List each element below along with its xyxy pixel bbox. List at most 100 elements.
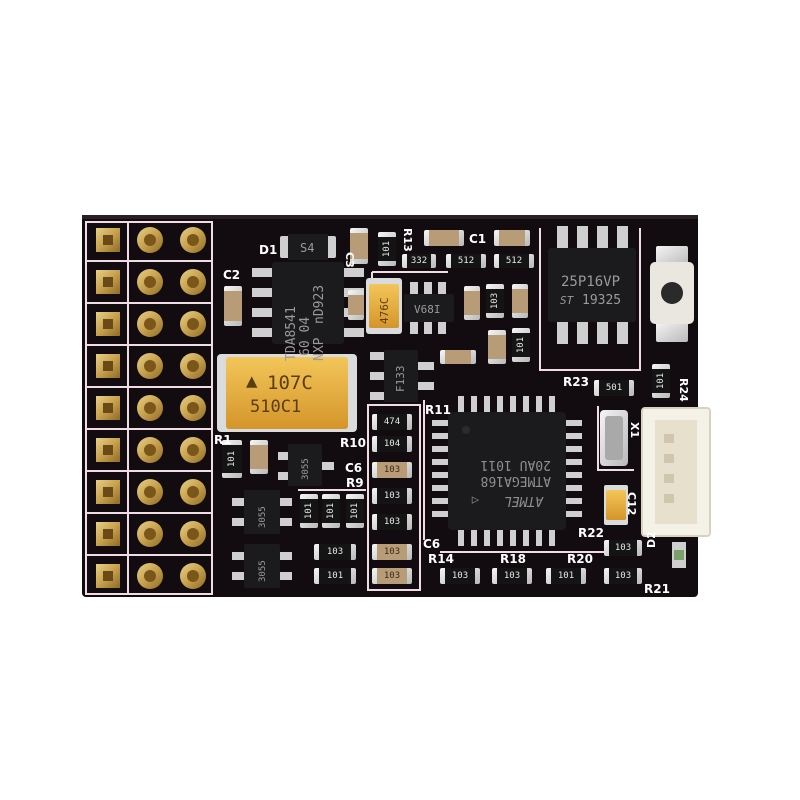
cap-polarity-mark: ▲ — [246, 370, 258, 392]
label-r14: R14 — [428, 552, 454, 566]
mcu-pin — [432, 498, 448, 504]
header-pad-hole — [103, 529, 113, 539]
smd-part-body — [377, 436, 407, 452]
amp-ic-marking-4: nD923 — [312, 285, 327, 324]
code-r-b3: 103 — [384, 547, 400, 557]
cap-marking-1: 107C — [267, 372, 313, 394]
label-r13: R13 — [401, 228, 414, 252]
mcu-pin — [536, 396, 542, 412]
label-d2: D2 — [645, 531, 658, 548]
header-pad-hole — [103, 235, 113, 245]
header-pad-hole — [187, 318, 199, 330]
smd-capacitor — [372, 462, 412, 478]
smd-part-body — [222, 445, 242, 473]
header-pad-hole — [103, 319, 113, 329]
header-pad-hole — [103, 277, 113, 287]
smd-part-body — [377, 414, 407, 430]
mcu-pin — [510, 530, 516, 546]
header-pad-hole — [187, 444, 199, 456]
push-button — [650, 246, 694, 342]
code-r-b2: 101 — [327, 571, 343, 581]
refdes-labels: D1 C2 C1 C3 R13 R11 R10 C6 R9 C6 R23 R24… — [214, 228, 690, 596]
header-pad-hole — [187, 486, 199, 498]
smd-part-body — [445, 568, 475, 584]
header-pad-hole — [187, 276, 199, 288]
header-pad-hole — [103, 571, 113, 581]
smd-part-body — [464, 291, 480, 315]
flash-ic: 25P16VP ST 19325 — [548, 226, 636, 344]
label-r22: R22 — [578, 526, 604, 540]
smd-resistor — [594, 380, 634, 396]
smd-capacitor — [494, 230, 530, 246]
diode-marking: S4 — [300, 241, 314, 255]
diode-d1: S4 — [280, 234, 336, 260]
smd-part-body — [652, 369, 670, 393]
smd-resistor — [494, 254, 534, 268]
label-r23: R23 — [563, 375, 589, 389]
sot-transistor-2: 3055 — [232, 490, 292, 534]
resistor-code-labels: 101 332 512 512 103 101 501 101 474 104 … — [227, 241, 666, 581]
mcu-pin — [471, 396, 477, 412]
smd-resistor — [372, 488, 412, 504]
mcu-pin — [536, 530, 542, 546]
board-edge-highlight — [82, 215, 698, 219]
smd-part-body — [512, 333, 530, 357]
code-r-b1: 103 — [327, 547, 343, 557]
smd-resistor — [446, 254, 486, 268]
mcu-pin — [471, 530, 477, 546]
label-r11: R11 — [425, 403, 451, 417]
mcu-pin — [566, 498, 582, 504]
mcu-pin — [549, 396, 555, 412]
mcu-pin — [458, 530, 464, 546]
smd-capacitor — [488, 330, 506, 364]
code-r-c1: 103 — [384, 465, 400, 475]
mcu-pin — [497, 530, 503, 546]
header-pad-hole — [144, 318, 156, 330]
code-r-24: 101 — [656, 373, 666, 389]
flash-ic-marking-1: 25P16VP — [561, 274, 620, 290]
smd-part-body — [378, 237, 396, 261]
smd-resistor — [372, 436, 412, 452]
header-pad-hole — [144, 528, 156, 540]
mcu-pin — [432, 446, 448, 452]
sot3-marking: 3055 — [258, 560, 268, 582]
header-pad-hole — [144, 444, 156, 456]
mcu-pin — [549, 530, 555, 546]
label-c3: C3 — [343, 252, 356, 268]
label-c1: C1 — [469, 232, 486, 246]
label-r24: R24 — [677, 378, 690, 402]
sot-transistor-3: 3055 — [232, 544, 292, 588]
mcu-pin1-mark: ◁ — [472, 494, 480, 508]
smd-capacitor — [350, 228, 368, 264]
mcu-pin — [432, 511, 448, 517]
smd-part-body — [407, 254, 431, 268]
smd-resistor — [604, 540, 642, 556]
code-r-474: 474 — [384, 417, 400, 427]
atmel-logo: ATMEL — [504, 493, 544, 508]
smd-resistor — [604, 568, 642, 584]
capacitor-c12 — [604, 485, 628, 525]
smd-part-body — [451, 254, 481, 268]
label-r21: R21 — [644, 582, 670, 596]
mcu-atmega168: ATMEL ATMEGA168 20AU 1011 ◁ — [432, 396, 582, 546]
smd-part-body — [377, 488, 407, 504]
header-pad-hole — [144, 234, 156, 246]
header-pad-hole — [187, 234, 199, 246]
smd-part-body — [377, 568, 407, 584]
jst-connector — [641, 407, 711, 537]
code-r-104: 104 — [384, 439, 400, 449]
smd-capacitor — [372, 568, 412, 584]
mcu-pin — [566, 446, 582, 452]
smd-part-body — [250, 445, 268, 469]
header-grid — [85, 221, 213, 595]
mcu-pin — [484, 530, 490, 546]
smd-capacitor — [250, 440, 268, 474]
smd-resistor — [300, 494, 318, 528]
code-r-top4: 512 — [506, 256, 522, 266]
mcu-pin — [566, 433, 582, 439]
smd-resistor — [314, 568, 356, 584]
label-r10: R10 — [340, 436, 366, 450]
flash-ic-marking-2: 19325 — [582, 293, 621, 308]
smd-part-body — [609, 540, 637, 556]
